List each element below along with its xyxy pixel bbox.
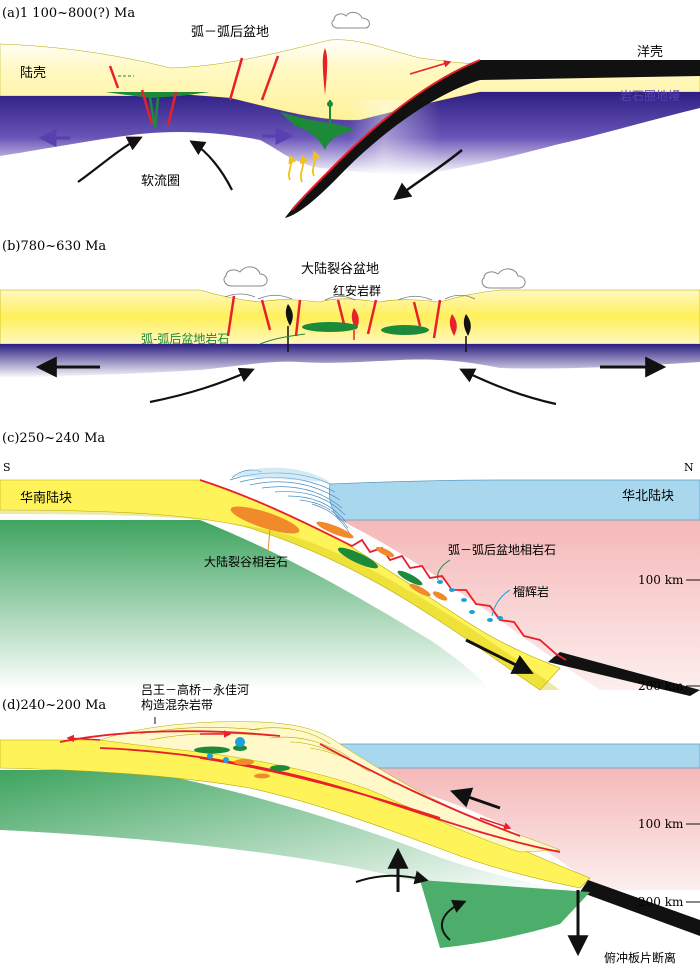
mantle-d xyxy=(330,768,700,890)
suture-zone-c xyxy=(199,479,567,661)
depth-label-100-c: 100 km xyxy=(638,573,684,587)
depth-label-200-c: 200 km xyxy=(638,679,684,693)
green-intrusion-a xyxy=(280,112,355,150)
fault-a1 xyxy=(108,65,120,89)
panel-c-title: (c)250~240 Ma xyxy=(2,431,105,446)
label-south: S xyxy=(3,461,11,474)
broken-slab-d xyxy=(420,880,590,948)
panel-a: (a)1 100~800(?) Ma xyxy=(0,6,700,218)
panel-c: (c)250~240 Ma xyxy=(0,431,700,696)
label-backarc-basin: 弧－弧后盆地 xyxy=(191,25,269,40)
panel-b-title: (b)780~630 Ma xyxy=(2,239,106,254)
subducting-slab-a xyxy=(285,60,700,218)
fluid-arrows-a xyxy=(287,150,321,183)
label-backarc-facies: 弧－弧后盆地相岩石 xyxy=(448,542,556,557)
sediment-b xyxy=(224,293,476,301)
cloud-icon xyxy=(331,11,370,29)
label-slab-breakoff: 俯冲板片断离 xyxy=(604,950,676,965)
label-rift-basin: 大陆裂谷盆地 xyxy=(301,261,379,277)
subduction-arrow-c xyxy=(465,638,534,674)
backarc-facies-lens-1 xyxy=(337,547,379,569)
fault-a4 xyxy=(228,57,244,101)
panel-a-title: (a)1 100~800(?) Ma xyxy=(2,6,135,21)
north-china-block-d xyxy=(319,743,700,769)
label-eclogite: 榴辉岩 xyxy=(513,584,549,599)
magma-dike-a xyxy=(322,48,328,95)
backarc-rock-lens-2 xyxy=(381,325,429,335)
label-lithospheric-mantle: 岩石圈地幔 xyxy=(620,88,680,103)
mantle-c xyxy=(340,520,700,690)
slab-tip-c xyxy=(548,652,700,696)
asthenosphere-arrow-left-a xyxy=(77,136,143,183)
lower-lithosphere-c xyxy=(0,520,490,690)
arrow-up-right-b xyxy=(459,368,557,406)
depth-label-100-d: 100 km xyxy=(638,817,684,831)
slab-arrow-a xyxy=(393,149,463,201)
lower-lithosphere-d xyxy=(0,770,560,890)
north-china-block xyxy=(328,479,700,521)
label-asthenosphere: 软流圈 xyxy=(141,174,180,189)
fault-a5 xyxy=(260,55,280,101)
arrow-up-left-b xyxy=(149,367,255,404)
label-south-china-block: 华南陆块 xyxy=(20,490,72,506)
slab-d xyxy=(580,880,700,936)
thrust-faults-d xyxy=(59,730,561,853)
faults-b xyxy=(226,295,442,339)
depth-label-200-d: 200 km xyxy=(638,895,684,909)
backarc-rock-lens-1 xyxy=(302,322,358,332)
label-hongan-group: 红安岩群 xyxy=(333,283,381,298)
label-ocean-crust: 洋壳 xyxy=(637,45,663,60)
label-north-china-block: 华北陆块 xyxy=(622,488,674,504)
panel-d-title: (d)240~200 Ma xyxy=(2,698,106,713)
cloud-icon xyxy=(223,266,268,287)
cloud-icon xyxy=(481,268,526,289)
label-melange-line-1: 吕王－高桥－永佳河 xyxy=(141,682,249,697)
fault-a3 xyxy=(166,91,178,127)
label-melange-line-2: 构造混杂岩带 xyxy=(141,697,213,712)
label-continental-crust: 陆壳 xyxy=(20,65,46,81)
panel-d: (d)240~200 Ma xyxy=(0,682,700,965)
subduction-interface-a xyxy=(291,59,481,211)
rift-facies-lens-1 xyxy=(230,506,300,534)
label-backarc-rocks: 弧-弧后盆地岩石 xyxy=(141,331,229,346)
crust-b xyxy=(0,289,700,345)
asthenosphere-arrow-right-a xyxy=(189,140,233,191)
basin-fill-a xyxy=(105,92,210,98)
label-rift-facies: 大陆裂谷相岩石 xyxy=(204,554,288,569)
fault-a2 xyxy=(140,89,154,125)
label-north: N xyxy=(684,461,694,474)
mantle-b xyxy=(0,344,700,378)
panel-b: (b)780~630 Ma xyxy=(0,239,700,406)
melange-wedge-d xyxy=(99,721,561,853)
exhumation-arrow-d xyxy=(450,787,501,810)
eclogite-blebs-c xyxy=(437,580,503,622)
